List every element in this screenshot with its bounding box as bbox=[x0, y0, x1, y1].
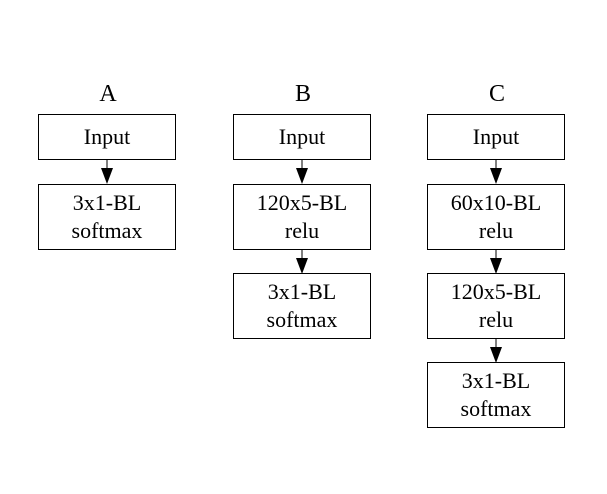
node-activation: softmax bbox=[460, 396, 532, 421]
node-label: 60x10-BL bbox=[450, 190, 542, 215]
node-activation: softmax bbox=[266, 307, 338, 332]
node-output-layer: 3x1-BL softmax bbox=[233, 273, 371, 339]
arrow-icon bbox=[296, 160, 308, 184]
arrow-icon bbox=[490, 339, 502, 363]
arrow-icon bbox=[490, 250, 502, 274]
arrow-icon bbox=[101, 160, 113, 184]
node-label: Input bbox=[472, 124, 520, 149]
node-activation: relu bbox=[284, 218, 320, 243]
node-label: 120x5-BL bbox=[256, 190, 348, 215]
node-hidden-layer-2: 120x5-BL relu bbox=[427, 273, 565, 339]
node-activation: relu bbox=[478, 218, 514, 243]
arrow-icon bbox=[490, 160, 502, 184]
node-label: 120x5-BL bbox=[450, 279, 542, 304]
arrow-icon bbox=[296, 250, 308, 274]
node-label: Input bbox=[83, 124, 131, 149]
node-input: Input bbox=[38, 114, 176, 160]
node-label: 3x1-BL bbox=[267, 279, 337, 304]
node-label: 3x1-BL bbox=[72, 190, 142, 215]
node-label: 3x1-BL bbox=[461, 368, 531, 393]
node-activation: softmax bbox=[71, 218, 143, 243]
node-output-layer: 3x1-BL softmax bbox=[38, 184, 176, 250]
column-title: A bbox=[99, 81, 117, 107]
node-input: Input bbox=[427, 114, 565, 160]
node-activation: relu bbox=[478, 307, 514, 332]
node-label: Input bbox=[278, 124, 326, 149]
column-title: B bbox=[294, 81, 311, 107]
node-input: Input bbox=[233, 114, 371, 160]
node-output-layer: 3x1-BL softmax bbox=[427, 362, 565, 428]
node-hidden-layer-1: 60x10-BL relu bbox=[427, 184, 565, 250]
column-title: C bbox=[488, 81, 505, 107]
node-hidden-layer: 120x5-BL relu bbox=[233, 184, 371, 250]
